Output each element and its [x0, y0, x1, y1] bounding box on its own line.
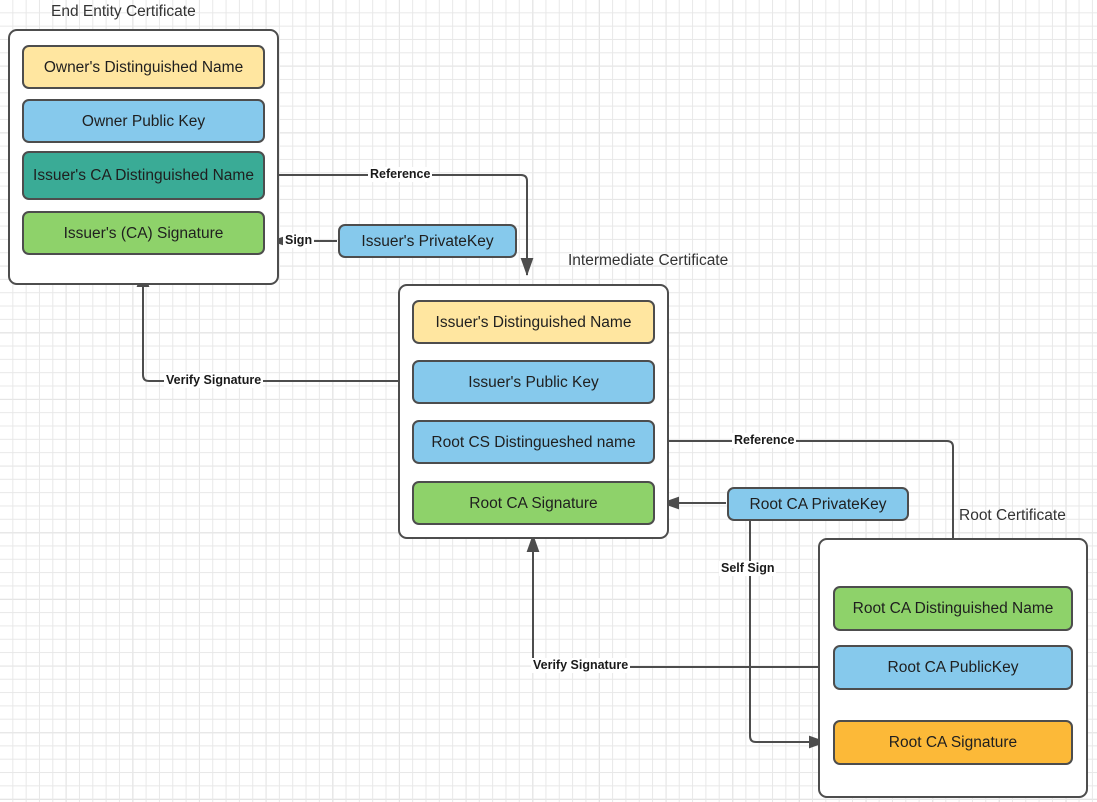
field-issuers-ca-distinguished-name[interactable]: Issuer's CA Distinguished Name	[22, 151, 265, 200]
root-certificate-title: Root Certificate	[959, 507, 1066, 524]
edge-label-self-sign: Self Sign	[719, 561, 777, 576]
field-issuers-public-key[interactable]: Issuer's Public Key	[412, 360, 655, 404]
field-intermediate-root-ca-signature[interactable]: Root CA Signature	[412, 481, 655, 525]
field-issuers-privatekey[interactable]: Issuer's PrivateKey	[338, 224, 517, 258]
edge-label-reference-top: Reference	[368, 167, 433, 182]
field-root-ca-distinguished-name[interactable]: Root CA Distinguished Name	[833, 586, 1073, 631]
edge-label-verify-signature-bottom: Verify Signature	[531, 658, 631, 673]
field-root-cs-distingueshed-name[interactable]: Root CS Distingueshed name	[412, 420, 655, 464]
field-owners-distinguished-name[interactable]: Owner's Distinguished Name	[22, 45, 265, 89]
end-entity-certificate-title: End Entity Certificate	[51, 3, 196, 20]
edge-self-sign	[749, 521, 827, 749]
field-owner-public-key[interactable]: Owner Public Key	[22, 99, 265, 143]
field-root-ca-signature[interactable]: Root CA Signature	[833, 720, 1073, 765]
edge-label-verify-signature-left: Verify Signature	[164, 373, 264, 388]
field-root-ca-privatekey[interactable]: Root CA PrivateKey	[727, 487, 909, 521]
edge-verify-signature-root-to-intermediate	[526, 534, 833, 668]
edge-verify-signature-intermediate-to-endentity	[136, 269, 412, 382]
intermediate-certificate-title: Intermediate Certificate	[568, 252, 729, 269]
edge-label-reference-middle: Reference	[732, 433, 797, 448]
field-issuers-distinguished-name[interactable]: Issuer's Distinguished Name	[412, 300, 655, 344]
field-root-ca-publickey[interactable]: Root CA PublicKey	[833, 645, 1073, 690]
edge-label-sign: Sign	[283, 233, 315, 248]
field-issuers-ca-signature[interactable]: Issuer's (CA) Signature	[22, 211, 265, 255]
